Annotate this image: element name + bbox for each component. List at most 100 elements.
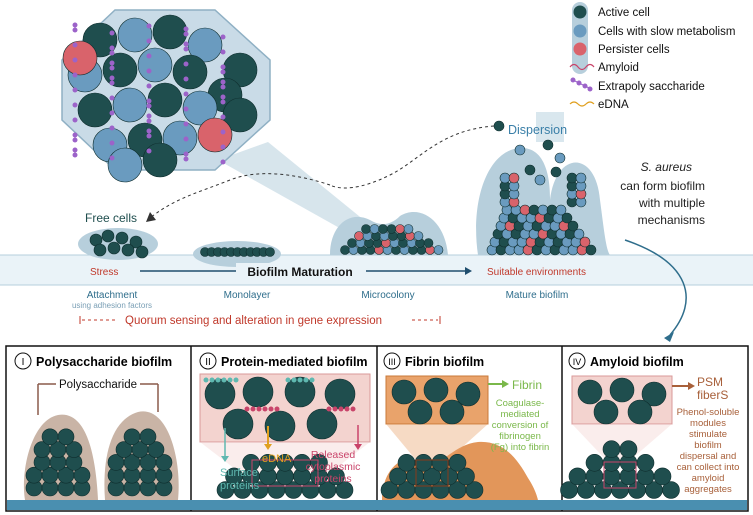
eps-dot [146,133,152,139]
panel-4-desc-7: amyloid [692,473,725,484]
protein-dot [274,406,280,412]
species-note: S. aureus can form biofilm with multiple… [620,160,705,227]
bacterial-cell [123,428,141,446]
mature-cell [573,228,585,240]
panel-1-poly-label: Polysaccharide [37,379,159,415]
legend-label-eps: Extrapoly saccharide [598,81,705,93]
protein-dot [303,377,309,383]
zoom-cell [284,376,316,408]
dispersed-cell [534,174,546,186]
eps-dot [183,91,189,97]
eps-dot [146,128,152,134]
panel-4-cells [560,440,680,499]
zoom-cell [641,381,667,407]
eps-dot [183,46,189,52]
panel-2-released-3: proteins [314,473,351,485]
zoom-projection [218,142,370,235]
panel-4-desc-3: stimulate [689,429,727,440]
zoom-cell [423,377,449,403]
dispersed-cell [493,120,505,132]
dispersed-cell [524,164,536,176]
eps-dot [109,30,115,36]
panel-4-zoom-cells [577,377,667,425]
octagon-cell [62,40,98,76]
octagon-cell [107,147,143,183]
mature-cell [567,220,579,232]
panels-substrate [7,500,747,510]
legend-label-edna: eDNA [598,99,629,111]
panel-4-desc: Phenol-soluble modules stimulate biofilm… [677,407,740,495]
eps-dot [72,152,78,158]
bacterial-cell [65,441,83,458]
free-cell [129,235,143,249]
zoom-cell [222,408,254,440]
mature-cell [555,204,567,216]
zoom-cell [627,399,653,425]
protein-dot [268,406,274,412]
octagon-cell [182,90,218,126]
legend-label-active: Active cell [598,7,650,19]
panel-4-zoom-projection [572,424,672,462]
microcolony-cells [340,224,444,255]
species-note-line-1: can form biofilm [620,179,705,193]
panel-3-header: III Fibrin biofilm [383,352,484,370]
protein-dot [297,377,303,383]
panel-3-desc-5: (Fg) into fibrin [491,442,550,453]
zoom-cell [455,381,481,407]
legend-cell-bar [572,2,588,74]
microcolony-cell [413,231,424,241]
bacterial-cell [636,453,655,472]
bacterial-cell [41,428,59,446]
octagon-cell-cluster [62,14,258,183]
zoom-cell [439,399,465,425]
octagon-cell [152,14,188,50]
legend-eps-icon [570,77,593,92]
panel-2-edna-label: eDNA [262,453,292,465]
eps-dot [183,156,189,162]
eps-dot [146,113,152,119]
legend-persister-cell [573,42,587,56]
eps-dot [72,22,78,28]
eps-dot [109,125,115,131]
protein-dot [285,377,291,383]
panel-2-cells [216,453,354,499]
eps-dot [109,155,115,161]
legend-edna-icon [569,101,595,107]
eps-dot [146,118,152,124]
bacterial-cell [310,453,328,472]
legend: Active cell Cells with slow metabolism P… [569,2,735,111]
eps-dot [109,110,115,116]
protein-dot [291,377,297,383]
zoom-cell [204,378,236,410]
eps-dot [183,136,189,142]
maturation-label: Biofilm Maturation [247,265,352,279]
microcolony-cell [423,238,434,248]
eps-dot [183,31,189,37]
eps-dot [109,80,115,86]
panel-4-desc-6: can collect into [677,462,740,473]
dispersed-cell [554,152,566,164]
microcolony-cell [403,224,414,234]
legend-active-cell [573,5,587,19]
protein-dot [244,406,250,412]
eps-dot [72,27,78,33]
panel-2-released-1: Released [311,449,356,461]
eps-dot [109,60,115,66]
legend-slow-cell [573,24,587,38]
panel-3-zoom-cells [391,377,481,425]
eps-dot [146,83,152,89]
stage-mature: Mature biofilm [506,290,569,301]
substrate-band [0,255,753,285]
maturation-label-bg [236,263,366,279]
protein-dot [350,406,356,412]
mature-cell [519,204,531,216]
eps-dot [183,121,189,127]
panel-4-focus-box [603,461,637,489]
protein-dot [227,377,233,383]
eps-dot [109,45,115,51]
species-note-line-2: with multiple [638,196,705,210]
octagon-cell [77,92,113,128]
quorum-label: Quorum sensing and alteration in gene ex… [125,315,382,327]
octagon-cell [142,142,178,178]
dispersion-label: Dispersion [508,123,567,137]
